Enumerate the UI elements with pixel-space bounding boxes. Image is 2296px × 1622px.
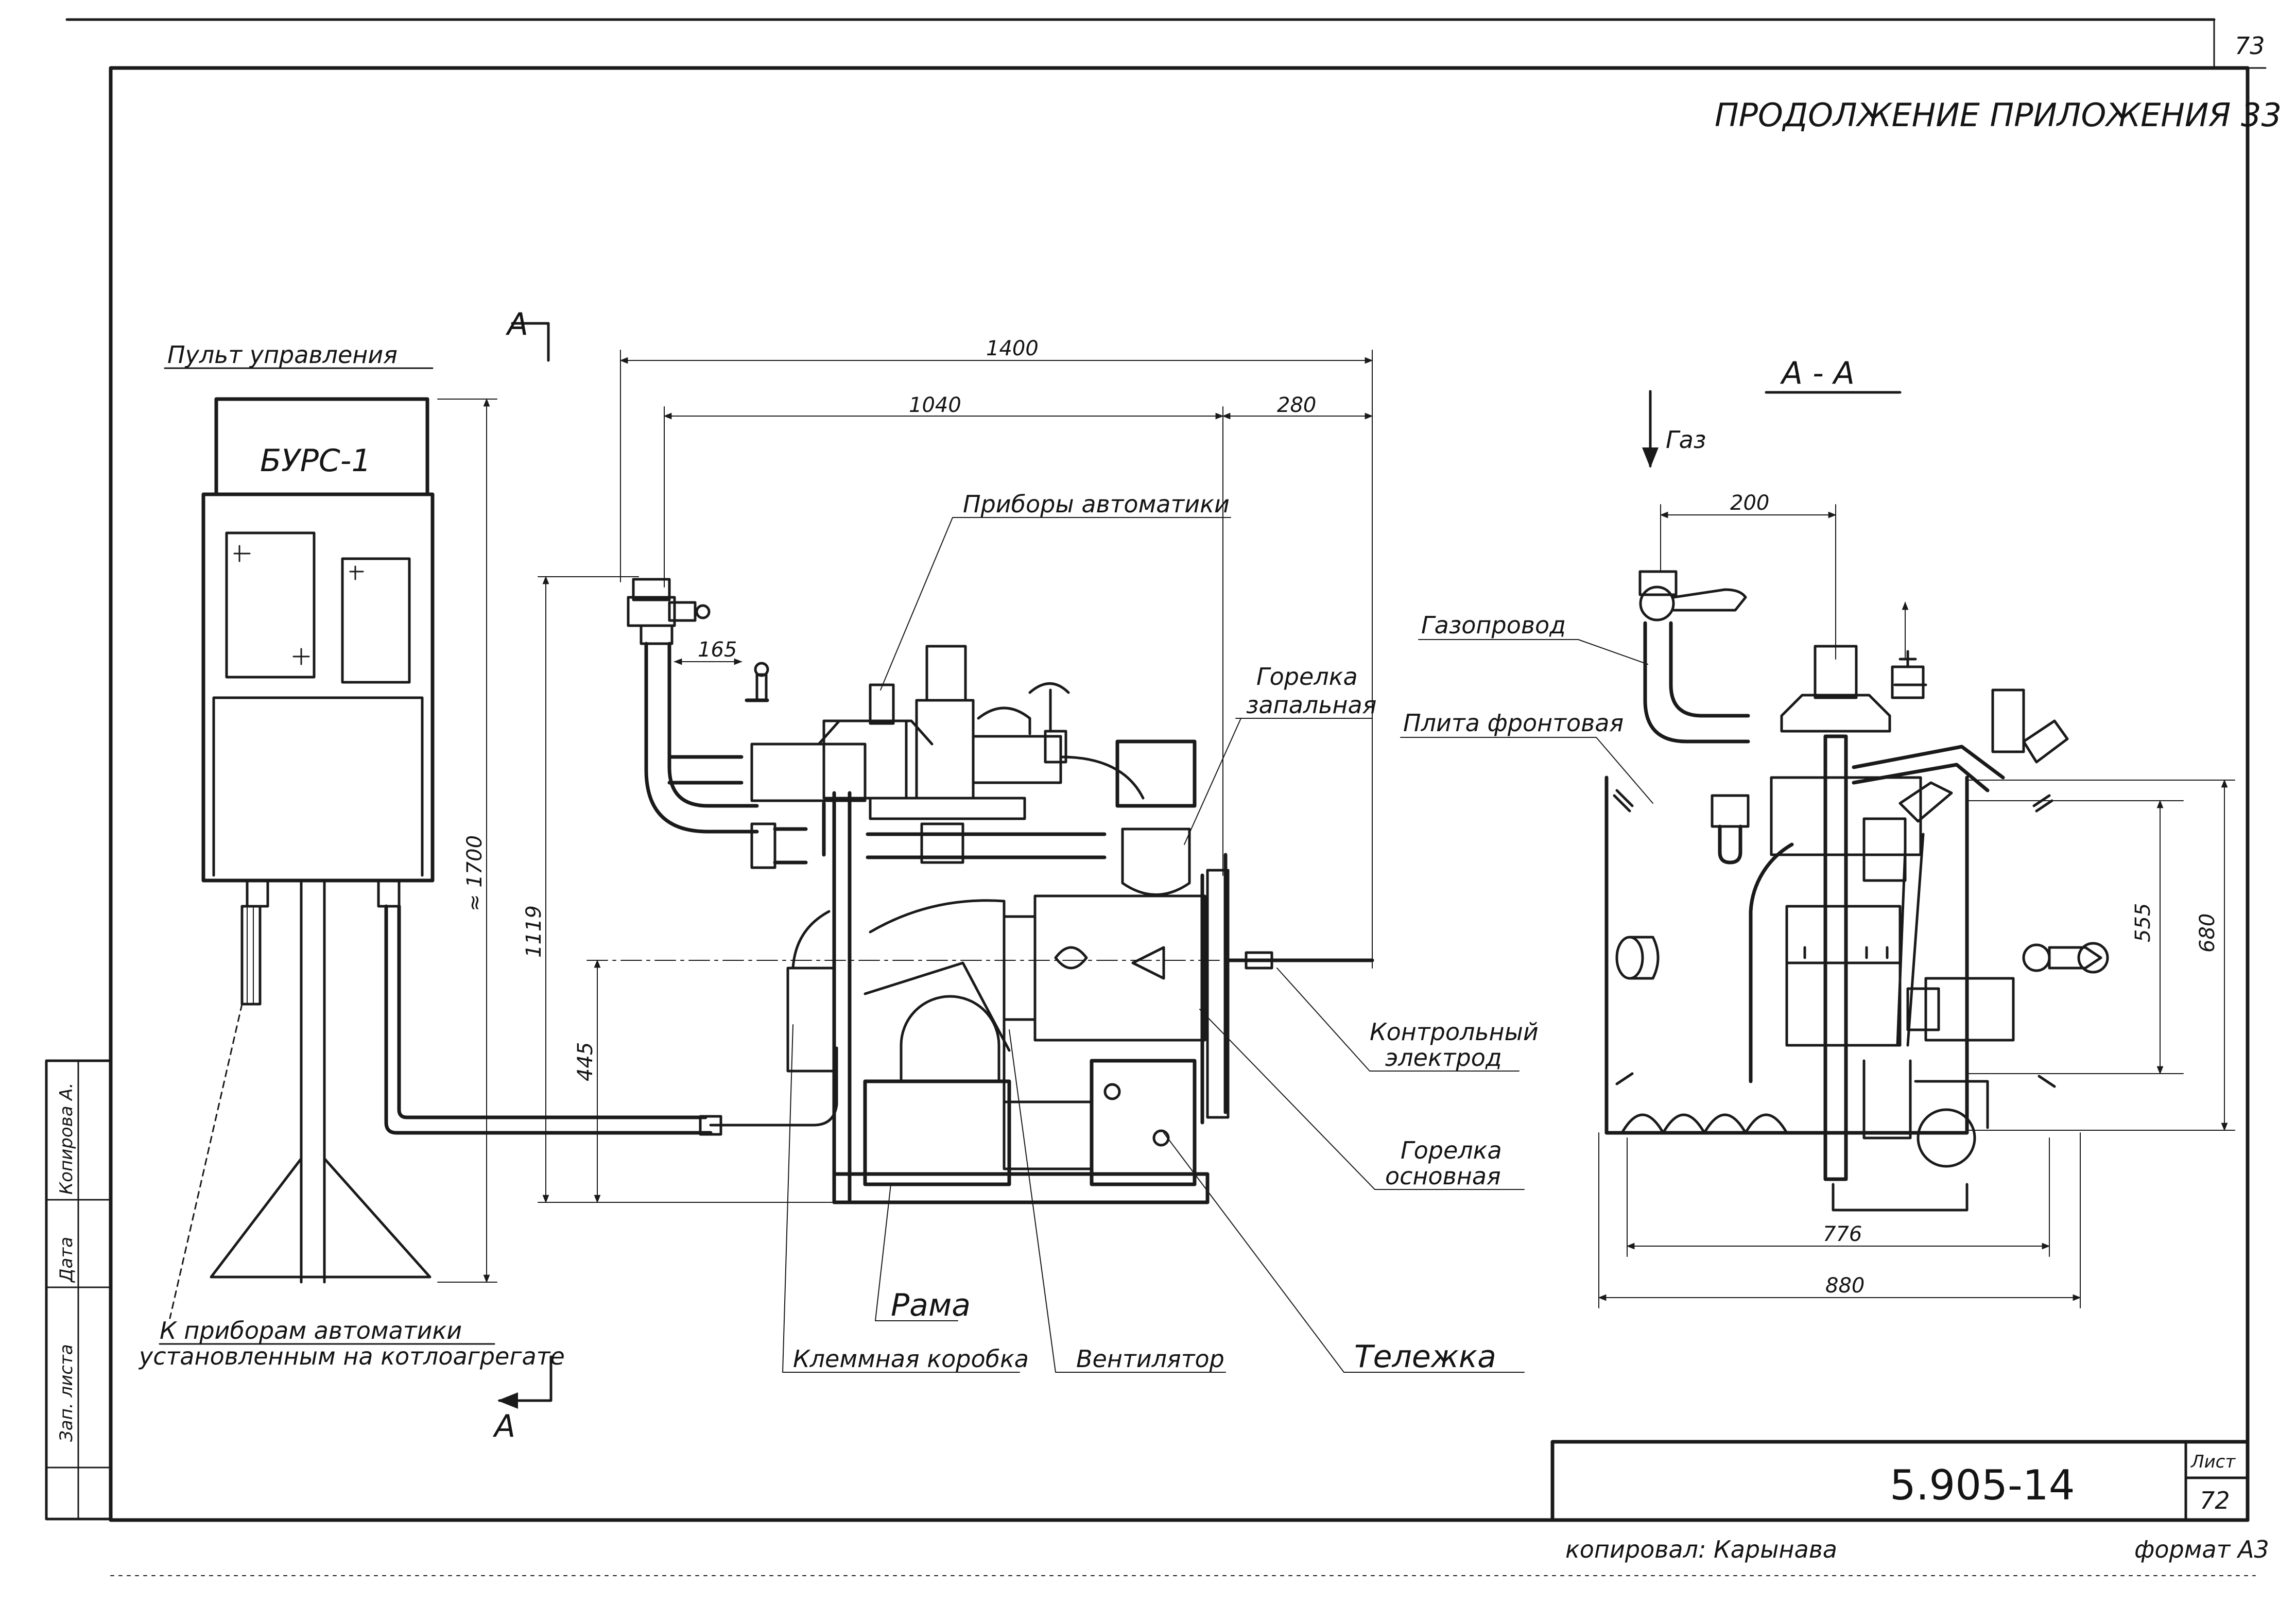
frame-leader xyxy=(875,1184,958,1321)
note-line-2: установленным на котлоагрегате xyxy=(138,1342,565,1370)
sheet-number: 72 xyxy=(2200,1487,2230,1514)
dim-680-label: 680 xyxy=(2196,913,2219,953)
pilot-burner-label-1: Горелка xyxy=(1256,663,1358,691)
control-panel xyxy=(169,397,435,1319)
front-plate-leader xyxy=(1400,737,1653,804)
dim-1040-label: 1040 xyxy=(909,393,961,417)
stamp-field-1: Копирова А. xyxy=(56,1083,77,1195)
title-block xyxy=(1550,1440,2250,1522)
panel-label: Пульт управления xyxy=(167,341,398,369)
control-electrode-label-2: электрод xyxy=(1385,1044,1502,1072)
main-burner-label-1: Горелка xyxy=(1401,1136,1502,1164)
sheet-label: Лист xyxy=(2190,1452,2236,1472)
dim-445-label: 445 xyxy=(574,1042,597,1081)
dim-200-label: 200 xyxy=(1730,491,1769,515)
dim-height-panel xyxy=(437,398,497,1283)
stamp-field-3: Дата xyxy=(56,1237,77,1283)
automation-manifold xyxy=(745,645,1145,864)
terminal-box-label: Клеммная коробка xyxy=(793,1345,1029,1373)
section-body xyxy=(1604,570,2109,1212)
trolley-leader xyxy=(1163,1132,1525,1373)
gas-label: Газ xyxy=(1666,426,1706,454)
dim-1119 xyxy=(538,576,850,1203)
frame xyxy=(786,739,1374,1204)
gas-pipeline-label: Газопровод xyxy=(1421,611,1566,639)
dim-1040 xyxy=(663,406,1224,876)
terminal-box-leader xyxy=(782,1024,1020,1373)
trolley-label: Тележка xyxy=(1354,1339,1496,1375)
section-mark-top: А xyxy=(505,306,528,342)
frame-label: Рама xyxy=(891,1287,971,1323)
dim-280-label: 280 xyxy=(1277,393,1316,417)
fan-label: Вентилятор xyxy=(1076,1345,1224,1373)
dim-165-label: 165 xyxy=(698,638,737,662)
panel-name: БУРС-1 xyxy=(260,443,371,479)
control-electrode-leader xyxy=(1276,968,1520,1072)
automation-leader xyxy=(880,517,1231,691)
dim-overall xyxy=(619,350,1373,969)
paper-format: формат А3 xyxy=(2134,1535,2269,1563)
dim-776-label: 776 xyxy=(1823,1222,1862,1246)
section-title: А - А xyxy=(1780,355,1855,391)
dim-445 xyxy=(586,959,1257,1203)
main-burner-label-2: основная xyxy=(1385,1162,1501,1190)
side-stamp xyxy=(45,1059,112,1521)
dim-555-label: 555 xyxy=(2131,903,2155,942)
fan-leader xyxy=(1009,1029,1226,1373)
section-marker-bottom xyxy=(497,1355,553,1409)
control-electrode-label-1: Контрольный xyxy=(1370,1018,1539,1046)
dim-200 xyxy=(1660,504,1837,660)
main-burner-leader xyxy=(1199,1009,1525,1190)
gas-inlet-assembly xyxy=(627,578,808,869)
cable-2 xyxy=(397,904,707,1119)
page-number: 73 xyxy=(2235,32,2265,60)
dim-555 xyxy=(1966,800,2184,1075)
section-marker-top xyxy=(511,322,550,362)
sheet-frame xyxy=(65,18,2267,1576)
doc-number: 5.905-14 xyxy=(1890,1461,2075,1509)
dim-680 xyxy=(1966,779,2235,1131)
page-header: ПРОДОЛЖЕНИЕ ПРИЛОЖЕНИЯ 33 xyxy=(1715,96,2282,134)
dim-880-label: 880 xyxy=(1825,1274,1865,1298)
stamp-field-2: Зап. листа xyxy=(56,1344,77,1442)
note-line-1: К приборам автоматики xyxy=(160,1317,462,1344)
dim-1119-label: 1119 xyxy=(522,905,546,958)
armored-hose xyxy=(709,1046,838,1127)
cable xyxy=(384,904,713,1135)
hose-fitting xyxy=(699,1115,722,1136)
front-plate-label: Плита фронтовая xyxy=(1403,709,1624,737)
pilot-burner-label-2: запальная xyxy=(1246,691,1376,719)
gas-pipeline-leader xyxy=(1418,639,1648,665)
copied-by: копировал: Карынава xyxy=(1565,1535,1837,1563)
dim-height-label: ≈ 1700 xyxy=(463,835,487,911)
section-mark-bottom: А xyxy=(492,1408,515,1444)
dim-overall-label: 1400 xyxy=(986,337,1039,360)
pilot-burner-leader xyxy=(1184,718,1241,845)
dim-776 xyxy=(1626,1137,2050,1257)
automation-label: Приборы автоматики xyxy=(963,490,1230,518)
dim-880 xyxy=(1598,1132,2081,1308)
